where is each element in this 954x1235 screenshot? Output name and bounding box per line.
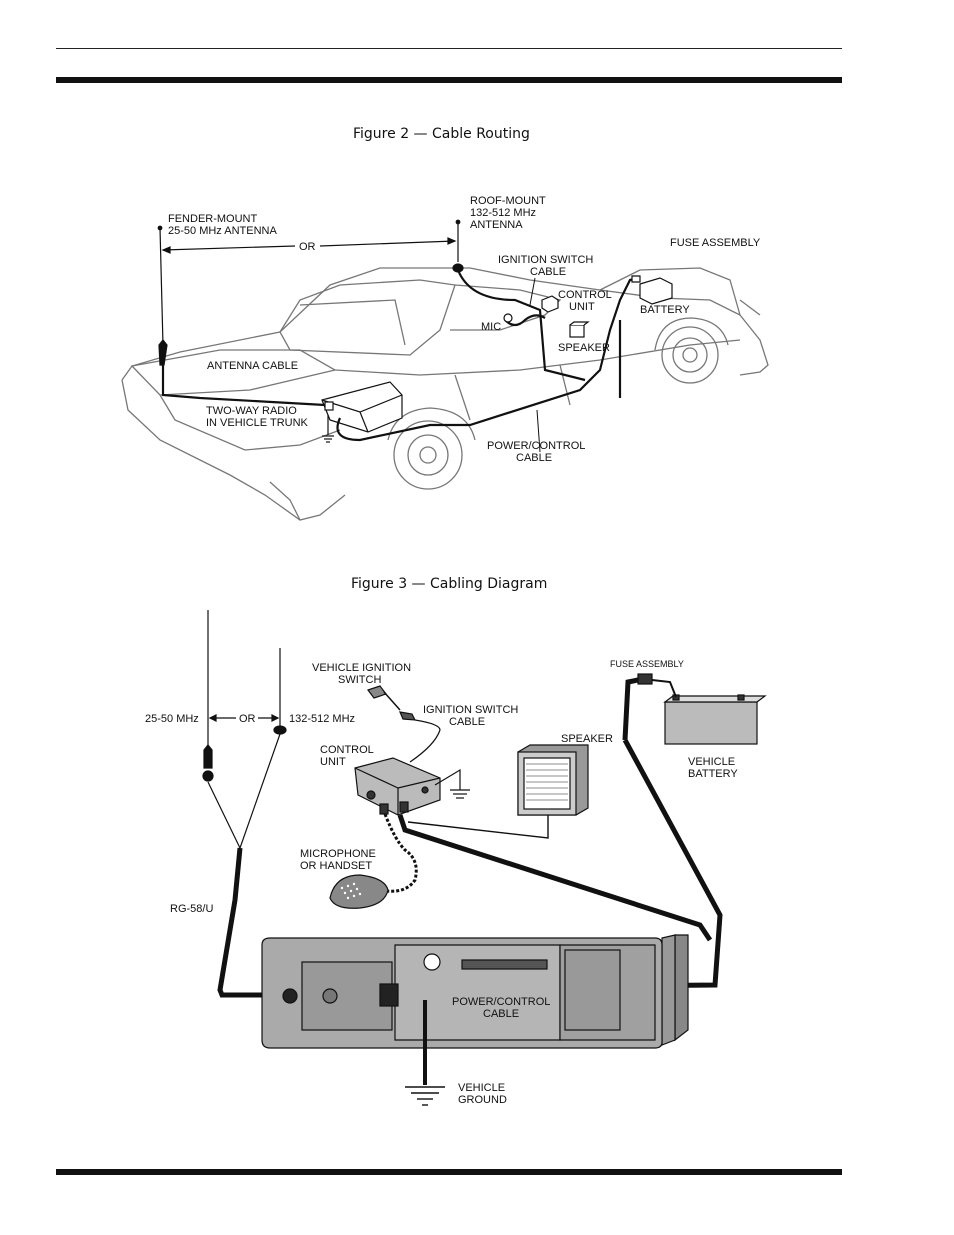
microphone-fig3 <box>329 813 418 909</box>
top-thin-rule <box>56 48 842 49</box>
cabling-fig2 <box>161 269 639 442</box>
trunk-radio <box>321 381 403 443</box>
or-label-fig2: OR <box>299 241 316 253</box>
mic-label-fig2: MIC <box>481 321 501 333</box>
speaker-fig3 <box>407 744 589 839</box>
roof-mount-antenna-label: ANTENNA <box>470 219 523 231</box>
roof-mount-band-label: 132-512 MHz <box>470 207 536 219</box>
antennas-fig3 <box>202 610 287 849</box>
top-thick-rule <box>56 77 842 83</box>
fuse-assembly-fig3 <box>622 673 677 741</box>
speaker-label-fig2: SPEAKER <box>558 342 610 354</box>
handset-label: OR HANDSET <box>300 860 372 872</box>
microphone-label: MICROPHONE <box>300 848 376 860</box>
fig2-pointers <box>529 277 541 453</box>
vehicle-ground-label-2: GROUND <box>458 1094 507 1106</box>
speaker-label-fig3: SPEAKER <box>561 733 613 745</box>
ignition-cable-label-fig2: CABLE <box>530 266 566 278</box>
ignition-switch-cable-label-fig3: IGNITION SWITCH <box>423 704 518 716</box>
fender-mount-label: FENDER-MOUNT <box>168 213 257 225</box>
power-cable-label-fig3: CABLE <box>483 1008 519 1020</box>
vehicle-battery-label: VEHICLE <box>688 756 735 768</box>
ignition-switch-fig3 <box>367 685 441 763</box>
figure-3-title: Figure 3 — Cabling Diagram <box>351 576 548 592</box>
high-band-label: 132-512 MHz <box>289 713 355 725</box>
bottom-thick-rule <box>56 1169 842 1175</box>
radio-unit-fig3 <box>261 934 689 1085</box>
ignition-switch-cable-label-fig2: IGNITION SWITCH <box>498 254 593 266</box>
fuse-assembly-label-fig2: FUSE ASSEMBLY <box>670 237 761 249</box>
control-unit-fig3 <box>354 757 470 816</box>
ignition-switch-label-2: SWITCH <box>338 674 381 686</box>
vehicle-ignition-switch-label: VEHICLE IGNITION <box>312 662 411 674</box>
control-unit-label-2-fig2: UNIT <box>569 301 595 313</box>
battery-label-fig2: BATTERY <box>640 304 690 316</box>
ignition-cable-label-fig3: CABLE <box>449 716 485 728</box>
fender-mount-band-label: 25-50 MHz ANTENNA <box>168 225 277 237</box>
roof-mount-label: ROOF-MOUNT <box>470 195 546 207</box>
power-control-label-fig3: POWER/CONTROL <box>452 996 550 1008</box>
figure-2-title: Figure 2 — Cable Routing <box>353 126 530 142</box>
low-band-label: 25-50 MHz <box>145 713 199 725</box>
rg58-cable <box>217 847 285 998</box>
vehicle-ground-fig3 <box>405 1086 445 1106</box>
power-control-label-fig2: POWER/CONTROL <box>487 440 585 452</box>
control-unit-label-2-fig3: UNIT <box>320 756 346 768</box>
control-unit-label-fig3: CONTROL <box>320 744 374 756</box>
fender-antenna <box>157 219 464 366</box>
or-label-fig3: OR <box>239 713 256 725</box>
rg58-label: RG-58/U <box>170 903 213 915</box>
antenna-cable-label: ANTENNA CABLE <box>207 360 298 372</box>
two-way-radio-label: TWO-WAY RADIO <box>206 405 297 417</box>
vehicle-ground-label: VEHICLE <box>458 1082 505 1094</box>
vehicle-battery-label-2: BATTERY <box>688 768 738 780</box>
battery-fig3 <box>663 694 767 745</box>
control-unit-label-fig2: CONTROL <box>558 289 612 301</box>
power-cable-label-fig2: CABLE <box>516 452 552 464</box>
engine-components <box>503 275 673 338</box>
vehicle-trunk-label: IN VEHICLE TRUNK <box>206 417 309 429</box>
fuse-assembly-label-fig3: FUSE ASSEMBLY <box>610 659 684 669</box>
car-illustration <box>121 267 769 521</box>
